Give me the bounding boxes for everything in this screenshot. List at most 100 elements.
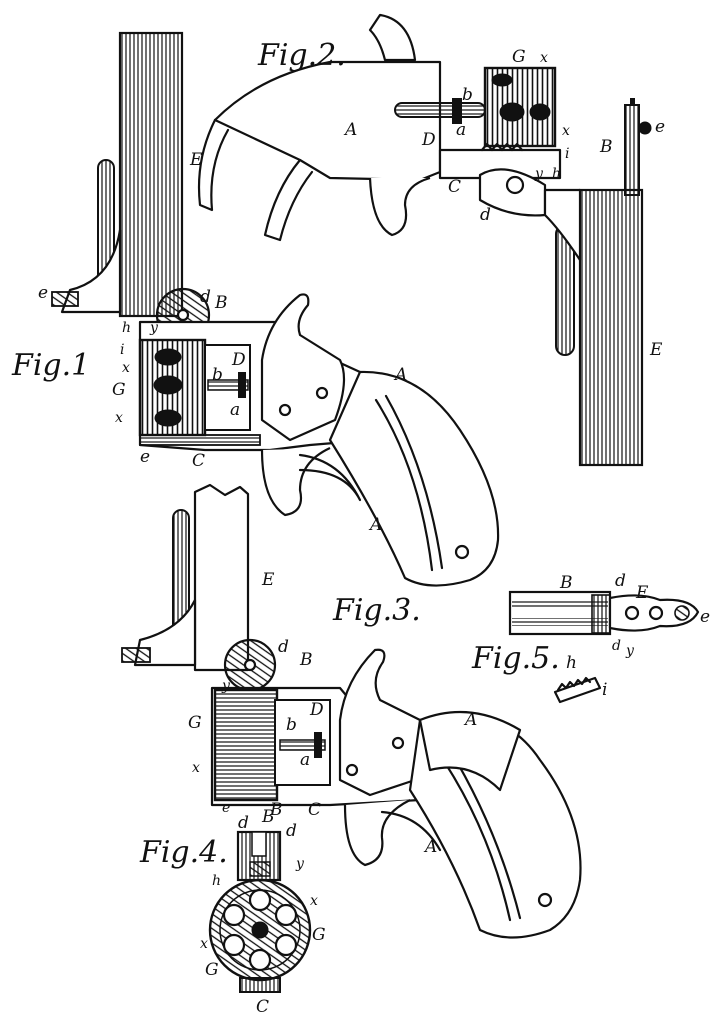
fig2-label-E: E (649, 340, 663, 360)
fig4-label-x-right: x (310, 893, 318, 909)
fig2-barrel (578, 188, 644, 467)
fig1-grip (328, 370, 500, 587)
fig4-chamber (248, 888, 272, 912)
fig1-label-G: G (112, 380, 126, 400)
fig1-label-e: e (38, 283, 48, 303)
fig2-bottom-strap (438, 148, 562, 180)
fig5-title: Fig.5. (471, 641, 560, 676)
fig4-bottom-strap (239, 977, 281, 993)
fig5-label-h: h (566, 653, 577, 673)
fig3-grip (408, 713, 582, 939)
fig4-center-pin (251, 921, 269, 939)
fig2-label-i: i (565, 146, 569, 162)
fig3-grip-strap (418, 710, 522, 792)
fig4-chamber (274, 903, 298, 927)
fig2-trigger-guard (368, 176, 431, 237)
fig1-label-e-bottom: e (140, 447, 150, 467)
fig1-trigger-guard (260, 447, 331, 517)
fig3-barrel (193, 483, 250, 672)
fig2-grip-curve (197, 118, 230, 212)
fig1-label-E: E (189, 150, 203, 170)
fig1-knurled-tip (51, 291, 79, 307)
fig4-title: Fig.4. (139, 835, 228, 870)
fig2-label-x-top: x (540, 50, 548, 66)
fig1-label-y: y (149, 320, 159, 336)
fig3-label-x: x (192, 760, 200, 776)
fig4-label-y: y (295, 856, 305, 872)
fig1-label-d: d (200, 287, 211, 307)
fig3-label-y: y (221, 678, 231, 694)
fig3-label-E: E (261, 570, 275, 590)
fig3-label-a: a (300, 750, 310, 770)
fig1-label-x-top: x (122, 360, 130, 376)
fig2-title: Fig.2. (257, 38, 346, 73)
fig4-label-B: B (261, 807, 275, 827)
fig1-hammer (260, 293, 346, 442)
fig2-frame (213, 60, 442, 182)
figure-2: Fig.2. G x b A D a x i y h C d B e E (197, 13, 665, 467)
fig2-top-rib (624, 104, 640, 196)
fig2-label-G: G (512, 47, 526, 67)
fig2-label-b: b (462, 85, 473, 105)
fig3-label-G: G (188, 713, 202, 733)
fig1-label-C: C (192, 451, 205, 471)
fig3-label-C: C (308, 800, 321, 820)
fig1-label-A-grip: A (368, 515, 382, 535)
fig1-title: Fig.1 (11, 348, 90, 383)
fig2-label-h: h (552, 166, 561, 182)
figure-1: Fig.1 E e d B h y i x G x D b a A e C A (11, 31, 500, 587)
fig3-label-e: e (222, 800, 230, 816)
fig2-cylinder-pin (394, 102, 486, 118)
fig5-label-e: e (700, 607, 710, 627)
fig5-label-d: d (612, 638, 621, 654)
fig4-chamber (222, 933, 246, 957)
figure-5: Fig.5. B d E e d y h i (471, 571, 710, 704)
fig1-label-x: x (115, 410, 123, 426)
figure-4: Fig.4. d B d y h x G x G C (139, 807, 326, 1017)
fig3-trigger-guard (343, 799, 411, 867)
fig3-title: Fig.3. (332, 593, 421, 628)
fig3-label-A-grip: A (423, 837, 437, 857)
fig2-label-C: C (448, 177, 461, 197)
fig4-label-G-right: G (312, 925, 326, 945)
fig3-label-D: D (309, 700, 324, 720)
fig5-label-d-top: d (615, 571, 626, 591)
fig4-label-C: C (256, 997, 269, 1017)
fig1-label-h: h (122, 320, 131, 336)
fig3-label-A: A (463, 710, 477, 730)
fig4-label-G-left: G (205, 960, 219, 980)
fig1-label-B: B (214, 293, 228, 313)
fig5-label-E: E (635, 583, 649, 603)
fig1-label-D: D (231, 350, 246, 370)
fig2-hammer (368, 13, 417, 62)
fig4-chamber (222, 903, 246, 927)
fig3-label-B-bottom: B (269, 800, 283, 820)
figure-3: Fig.3. E d B y G x D b a A e B C A (121, 483, 582, 939)
fig3-label-b: b (286, 715, 297, 735)
fig3-label-B: B (299, 650, 313, 670)
fig4-label-d-left: d (238, 813, 249, 833)
fig1-label-i: i (120, 342, 124, 358)
fig4-label-x-left: x (200, 936, 208, 952)
fig4-label-d-right: d (286, 821, 297, 841)
fig5-label-i: i (602, 680, 607, 700)
fig5-label-y: y (625, 643, 635, 659)
fig3-cylinder (213, 688, 279, 802)
fig2-label-A: A (343, 120, 357, 140)
fig2-label-B: B (599, 137, 613, 157)
fig2-label-y: y (534, 166, 544, 182)
fig3-label-d: d (278, 637, 289, 657)
fig2-label-D: D (421, 130, 436, 150)
fig2-label-e: e (655, 117, 665, 137)
fig1-label-a: a (230, 400, 240, 420)
fig2-label-d: d (480, 205, 491, 225)
fig2-label-a: a (456, 120, 466, 140)
fig4-label-h: h (212, 873, 221, 889)
fig2-label-x: x (562, 123, 570, 139)
fig1-label-b: b (212, 365, 223, 385)
fig5-label-B: B (559, 573, 573, 593)
fig4-chamber (274, 933, 298, 957)
fig1-barrel (118, 31, 184, 318)
fig1-label-A: A (393, 365, 407, 385)
